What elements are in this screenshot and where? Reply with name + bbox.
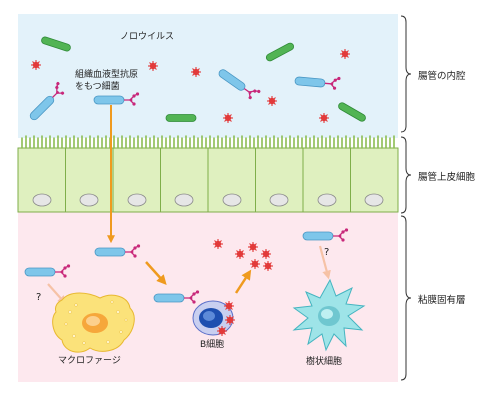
- uncertain-mark-macrophage: ?: [36, 292, 42, 303]
- norovirus-particle-icon: [222, 112, 234, 124]
- norovirus-particle-icon: [223, 300, 235, 312]
- bacteria-label-line2: をもつ細菌: [75, 82, 120, 92]
- region-label-epithelium: 腸管上皮細胞: [418, 172, 476, 183]
- norovirus-particle-icon: [212, 238, 224, 250]
- norovirus-particle-icon: [247, 241, 259, 253]
- b-cell: [192, 300, 234, 336]
- bacteria-label-line1: 組織血液型抗原: [75, 70, 139, 80]
- norovirus-particle-icon: [266, 95, 278, 107]
- region-label-lumen: 腸管の内腔: [418, 71, 466, 82]
- lumen-region: [18, 14, 398, 138]
- dendritic-cell-label: 樹状細胞: [306, 357, 343, 367]
- macrophage: [52, 292, 135, 353]
- bacterium-to-bcell-arrow: [145, 261, 167, 285]
- epithelium-layer: [17, 135, 399, 213]
- norovirus-particle-icon: [260, 248, 272, 260]
- uncertain-arrow-macrophage: [47, 283, 67, 305]
- dendritic-cell: [292, 278, 366, 352]
- norovirus-particle-icon: [318, 112, 330, 124]
- virus-release-arrow: [234, 269, 252, 294]
- macrophage-label: マクロファージ: [58, 356, 121, 366]
- norovirus-particle-icon: [216, 325, 228, 337]
- norovirus-particle-icon: [249, 258, 261, 270]
- norovirus-particle-icon: [262, 260, 274, 272]
- norovirus-label: ノロウイルス: [120, 32, 175, 42]
- norovirus-particle-icon: [224, 314, 236, 326]
- curly-brace-icon: [400, 15, 412, 381]
- region-label-lamina-propria: 粘膜固有層: [418, 295, 466, 306]
- b-cell-label: B細胞: [200, 340, 225, 350]
- commensal-bacterium-icon: [165, 114, 197, 122]
- norovirus-particle-icon: [234, 248, 246, 260]
- norovirus-particle-icon: [190, 66, 202, 78]
- norovirus-particle-icon: [147, 60, 159, 72]
- uncertain-mark-dendritic: ?: [324, 247, 330, 258]
- norovirus-particle-icon: [339, 48, 351, 60]
- norovirus-particle-icon: [30, 59, 42, 71]
- uncertain-arrow-dendritic: [318, 245, 331, 280]
